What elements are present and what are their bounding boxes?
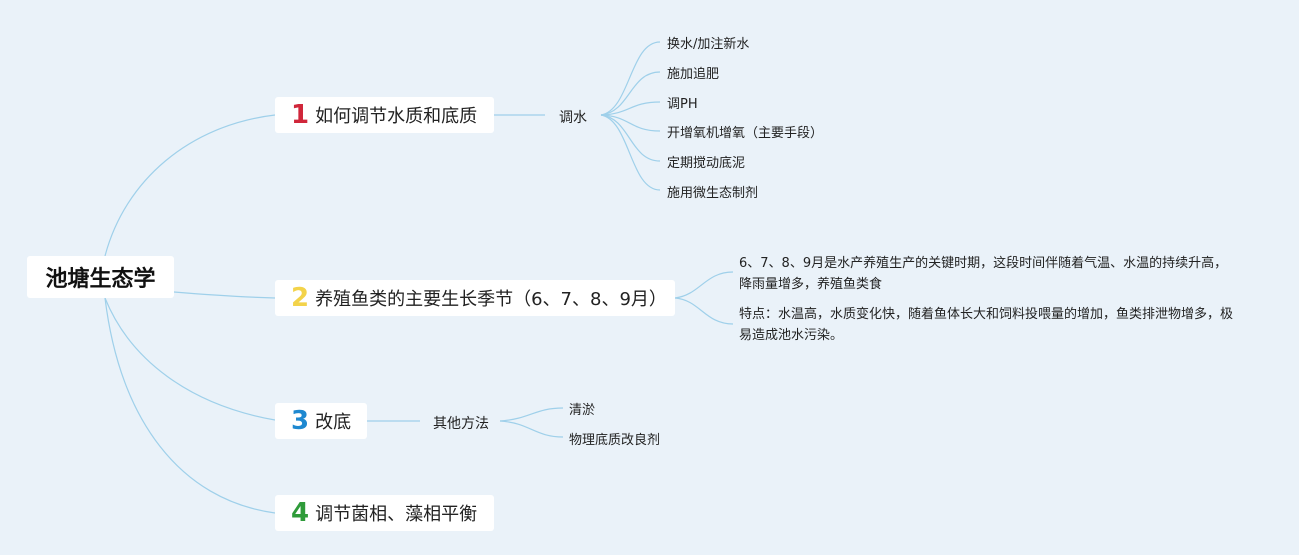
root-node[interactable]: 池塘生态学 (27, 256, 174, 298)
branch-node-4[interactable]: 4 调节菌相、藻相平衡 (275, 495, 494, 531)
branch-label-3: 改底 (315, 412, 352, 433)
branch-label-1: 如何调节水质和底质 (315, 106, 478, 127)
link-b1-leaf0 (600, 41, 661, 116)
link-b1-leaf4 (600, 114, 661, 162)
leaf-item[interactable]: 定期搅动底泥 (667, 156, 746, 171)
link-b3-leaf1 (499, 420, 564, 438)
link-b1-leaf5 (600, 114, 661, 191)
link-b1-leaf1 (600, 71, 661, 116)
leaf-item[interactable]: 施加追肥 (667, 67, 720, 82)
subtopic-tiaoshui[interactable]: 调水 (559, 110, 587, 126)
leaf-item[interactable]: 清淤 (569, 403, 596, 418)
branch-node-2[interactable]: 2 养殖鱼类的主要生长季节（6、7、8、9月） (275, 280, 675, 316)
number-badge-2: 2 (291, 283, 310, 313)
subtopic-other-methods[interactable]: 其他方法 (433, 416, 489, 432)
leaf-item[interactable]: 换水/加注新水 (667, 37, 750, 52)
branch-node-1[interactable]: 1 如何调节水质和底质 (275, 97, 494, 133)
link-b2-note1 (674, 297, 734, 325)
link-b2-note0 (674, 271, 734, 299)
link-b1-leaf3 (600, 114, 661, 132)
leaf-item[interactable]: 开增氧机增氧（主要手段） (667, 126, 824, 141)
note-paragraph-1[interactable]: 6、7、8、9月是水产养殖生产的关键时期，这段时间伴随着气温、水温的持续升高，降… (739, 256, 1228, 292)
branch-node-3[interactable]: 3 改底 (275, 403, 367, 439)
branch-label-2: 养殖鱼类的主要生长季节（6、7、8、9月） (315, 289, 667, 310)
leaf-item[interactable]: 物理底质改良剂 (569, 433, 661, 448)
leaf-item[interactable]: 施用微生态制剂 (667, 186, 759, 201)
link-root-b3 (104, 297, 276, 421)
link-b3-leaf0 (499, 407, 564, 422)
link-root-b2 (173, 291, 276, 299)
link-b1-leaf2 (600, 101, 661, 116)
link-root-b1 (104, 114, 276, 257)
note-paragraph-2[interactable]: 特点：水温高，水质变化快，随着鱼体长大和饲料投喂量的增加，鱼类排泄物增多，极易造… (739, 307, 1234, 343)
number-badge-3: 3 (291, 406, 310, 436)
number-badge-1: 1 (291, 100, 310, 130)
leaf-item[interactable]: 调PH (667, 97, 698, 112)
link-root-b4 (104, 297, 276, 514)
branch-label-4: 调节菌相、藻相平衡 (315, 504, 478, 525)
number-badge-4: 4 (291, 498, 310, 528)
